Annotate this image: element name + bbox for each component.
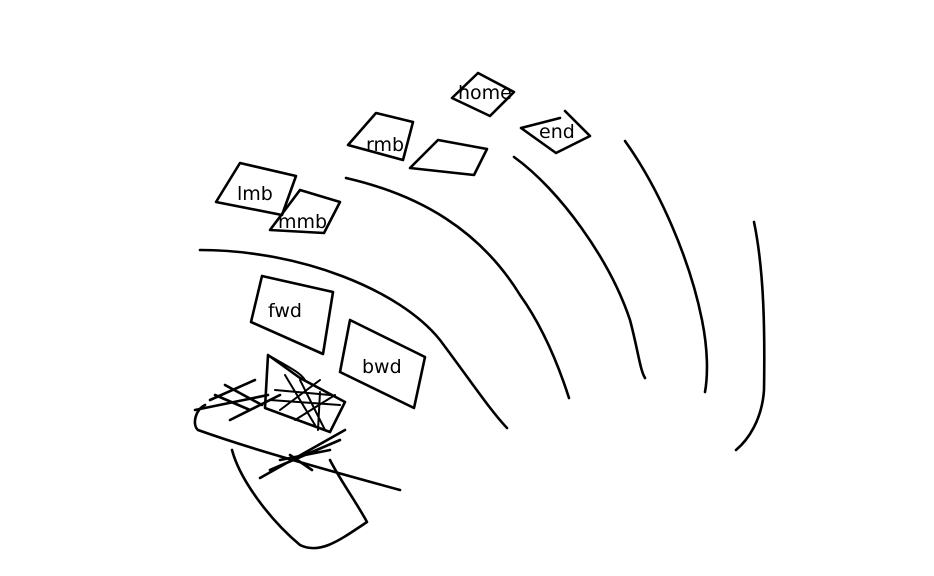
key-bwd-label: bwd bbox=[362, 356, 402, 378]
arc-3 bbox=[512, 155, 647, 380]
key-bwd: bwd bbox=[338, 318, 427, 410]
hand-sketch bbox=[193, 353, 402, 550]
key-lmb-label: lmb bbox=[237, 183, 273, 205]
key-lmb: lmb bbox=[214, 161, 298, 217]
key-home-label: home bbox=[458, 82, 512, 104]
key-end-label: end bbox=[539, 121, 575, 143]
key-end: end bbox=[519, 109, 592, 155]
arc-5 bbox=[734, 220, 766, 452]
arc-4 bbox=[623, 139, 709, 394]
key-fwd-label: fwd bbox=[268, 300, 302, 322]
key-fwd: fwd bbox=[249, 274, 335, 356]
key-mmb: mmb bbox=[268, 188, 342, 235]
key-rmb-label: rmb bbox=[366, 134, 404, 156]
key-mmb-label: mmb bbox=[278, 211, 327, 233]
arc-1 bbox=[198, 248, 509, 430]
key-home: home bbox=[450, 71, 516, 118]
arc-2 bbox=[344, 176, 571, 400]
key-blank bbox=[408, 138, 489, 177]
key-rmb: rmb bbox=[346, 111, 415, 162]
